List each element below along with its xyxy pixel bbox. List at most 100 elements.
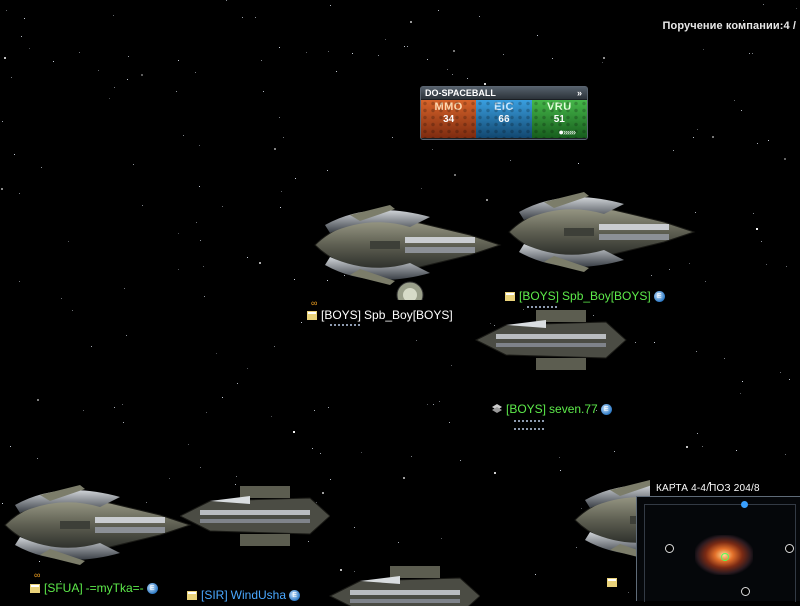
ship-tank[interactable] — [180, 486, 330, 556]
star — [53, 61, 54, 62]
star — [11, 77, 12, 78]
team-name: EIC — [494, 101, 514, 113]
star — [146, 502, 147, 503]
star — [19, 281, 20, 282]
star — [6, 10, 7, 11]
star — [438, 10, 439, 11]
star — [72, 310, 73, 311]
star — [559, 457, 560, 458]
star — [614, 451, 615, 452]
ship-tank[interactable] — [468, 302, 638, 384]
star — [176, 91, 177, 92]
player-name: Spb_Boy[BOYS] — [364, 308, 453, 322]
star — [527, 293, 528, 294]
ship-goliath[interactable] — [305, 190, 505, 300]
player-label[interactable]: [SIR] WindUsha E — [186, 588, 301, 602]
star — [344, 275, 345, 276]
star — [236, 476, 237, 477]
star — [602, 62, 603, 63]
star — [757, 143, 758, 144]
star — [441, 538, 442, 539]
star — [403, 477, 405, 479]
star — [308, 541, 309, 542]
star — [581, 508, 582, 509]
star — [587, 413, 588, 414]
star — [421, 188, 422, 189]
star — [411, 456, 412, 457]
star — [768, 140, 769, 141]
star — [206, 412, 207, 413]
portal-icon[interactable] — [741, 501, 748, 508]
star — [235, 484, 236, 485]
health-bar — [330, 324, 360, 328]
player-label[interactable]: [BOYS] Spb_Boy[BOYS] — [306, 308, 453, 322]
portal-icon[interactable] — [785, 544, 794, 553]
star — [651, 275, 652, 276]
star — [454, 174, 456, 176]
star — [689, 263, 690, 264]
ship-goliath[interactable] — [500, 186, 700, 278]
star — [216, 353, 217, 354]
player-label[interactable]: [BOYS] Spb_Boy[BOYS] E — [504, 289, 665, 303]
star — [293, 431, 295, 433]
star — [295, 178, 296, 179]
ship-tank[interactable] — [320, 566, 480, 606]
star — [552, 58, 553, 59]
star — [453, 50, 455, 52]
star — [2, 121, 3, 122]
star — [494, 325, 495, 326]
star — [1, 188, 3, 190]
minimap[interactable] — [636, 496, 800, 602]
portal-icon[interactable] — [741, 587, 750, 596]
spaceball-widget: DO-SPACEBALL » MMO 34 EIC 66 VRU 51 ●»»» — [420, 86, 588, 140]
star — [312, 448, 313, 449]
star — [183, 135, 184, 136]
star — [178, 233, 179, 234]
star — [4, 57, 6, 59]
star — [537, 35, 538, 36]
star — [753, 213, 754, 214]
rank-icon — [492, 404, 502, 413]
star — [279, 47, 280, 48]
team-vru: VRU 51 ●»»» — [531, 100, 587, 138]
star — [696, 351, 697, 352]
star — [693, 137, 694, 138]
star — [784, 158, 786, 160]
team-name: VRU — [546, 101, 572, 113]
player-name: Spb_Boy[BOYS] — [562, 289, 651, 303]
clan-tag: [BOYS] — [506, 402, 547, 416]
rank-icon — [607, 578, 617, 587]
ball-direction-icon: ●»»» — [558, 127, 576, 137]
star — [523, 309, 524, 310]
star — [122, 404, 123, 405]
star — [766, 264, 767, 265]
star — [669, 269, 670, 270]
star — [109, 98, 110, 99]
star — [91, 346, 92, 347]
star — [427, 59, 428, 60]
player-label-partial[interactable] — [606, 576, 618, 588]
star — [195, 72, 196, 73]
ship-goliath[interactable] — [0, 480, 200, 580]
star — [79, 52, 80, 53]
player-label[interactable]: [SFUA] -=myTka=- E — [29, 581, 158, 595]
star — [279, 117, 280, 118]
mission-progress-text: Поручение компании:4 / — [662, 20, 796, 32]
star — [427, 404, 428, 405]
team-eic: EIC 66 — [476, 100, 532, 138]
star — [327, 280, 328, 281]
star — [703, 49, 704, 50]
star — [247, 368, 248, 369]
rank-icon — [307, 311, 317, 320]
portal-icon[interactable] — [665, 544, 674, 553]
drone-formation-icon: ∞ — [34, 570, 41, 580]
star — [39, 561, 40, 562]
star — [780, 372, 781, 373]
star — [709, 482, 711, 484]
star — [460, 460, 461, 461]
faction-eic-icon: E — [653, 290, 665, 302]
star — [697, 129, 698, 130]
collapse-arrow-icon[interactable]: » — [576, 88, 582, 98]
player-label[interactable]: [BOYS] seven.77 E — [491, 402, 612, 416]
